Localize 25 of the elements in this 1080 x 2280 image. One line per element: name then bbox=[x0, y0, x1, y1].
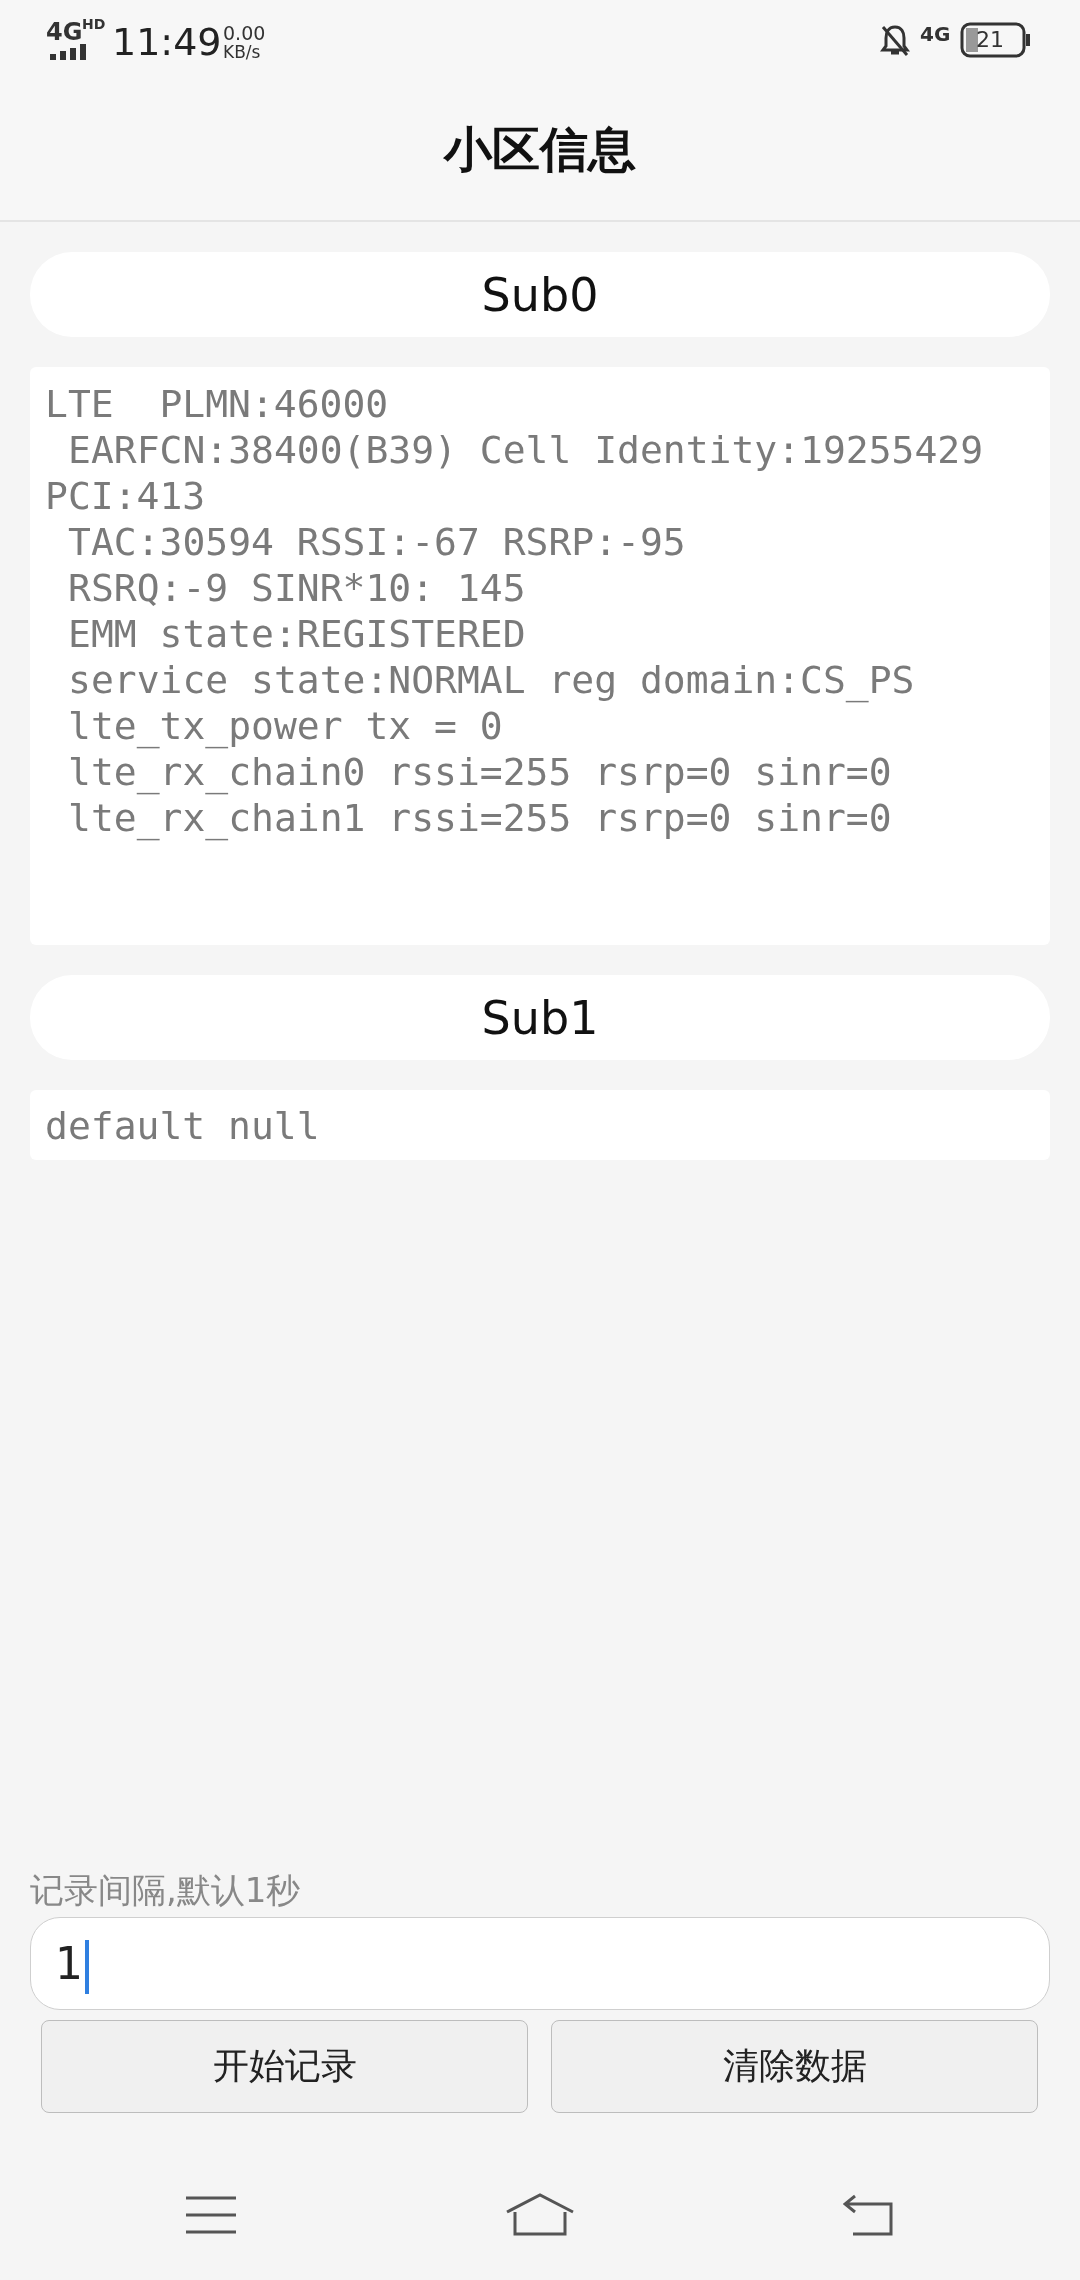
clock-time: 11:49 bbox=[112, 20, 222, 64]
data-speed-unit: KB/s bbox=[223, 42, 261, 62]
battery-level: 21 bbox=[976, 27, 1004, 52]
cell-info-line: lte_tx_power tx = 0 bbox=[68, 703, 503, 749]
hd-indicator: HD bbox=[82, 16, 106, 32]
cell-info-line: EARFCN:38400(B39) Cell Identity:19255429 bbox=[68, 427, 984, 473]
cell-info-line: default null bbox=[45, 1103, 320, 1149]
cell-info-line: lte_rx_chain0 rssi=255 rsrp=0 sinr=0 bbox=[68, 749, 892, 795]
network-type: 4G bbox=[920, 22, 951, 46]
input-field: 1 bbox=[30, 1917, 1050, 2010]
cell-info-line: TAC:30594 RSSI:-67 RSRP:-95 bbox=[68, 519, 686, 565]
data-speed: 0.00 bbox=[223, 22, 266, 44]
cell-info-line: EMM state:REGISTERED bbox=[68, 611, 526, 657]
network-type: 4G bbox=[46, 18, 83, 46]
cell-info-line: service state:NORMAL reg domain:CS_PS bbox=[68, 657, 915, 703]
sim-slot-header: Sub0 bbox=[30, 252, 1050, 337]
clear-button: 清除数据 bbox=[551, 2020, 1038, 2113]
sim-slot-header: Sub1 bbox=[30, 975, 1050, 1060]
cell-info-line: PCI:413 bbox=[45, 473, 206, 519]
cell-info-line: RSRQ:-9 SINR*10: 145 bbox=[68, 565, 526, 611]
cell-info-line: LTE PLMN:46000 bbox=[45, 381, 389, 427]
field-label: 记录间隔,默认1秒 bbox=[30, 1869, 301, 1912]
page-title: 小区信息 bbox=[442, 120, 637, 179]
start-button: 开始记录 bbox=[41, 2020, 528, 2113]
cell-info-line: lte_rx_chain1 rssi=255 rsrp=0 sinr=0 bbox=[68, 795, 892, 841]
